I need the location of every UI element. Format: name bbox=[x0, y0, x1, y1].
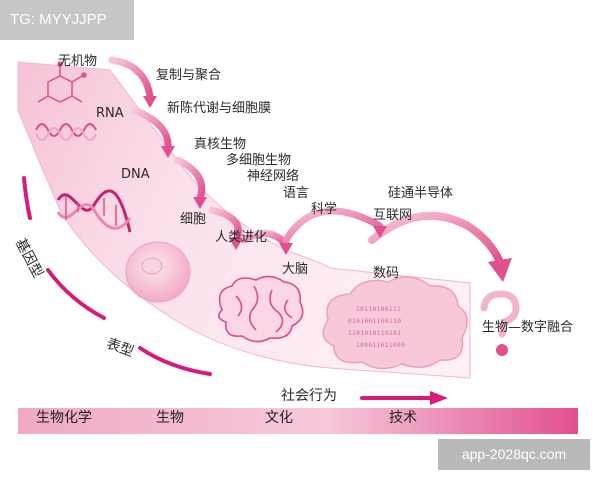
label-science: 科学 bbox=[311, 202, 338, 217]
digital-cloud bbox=[322, 276, 468, 370]
bar-label-technology: 技术 bbox=[389, 410, 417, 426]
molecule-icon bbox=[37, 61, 87, 103]
label-rna: RNA bbox=[96, 106, 124, 121]
label-eukaryote: 真核生物 bbox=[194, 137, 247, 152]
label-multicellular: 多细胞生物 bbox=[226, 153, 292, 168]
bar-label-biochemistry: 生物化学 bbox=[36, 410, 92, 426]
brain-icon bbox=[218, 275, 304, 343]
label-language: 语言 bbox=[283, 186, 310, 201]
label-neural-network: 神经网络 bbox=[247, 169, 300, 184]
binary-line-4: 100011011000 bbox=[356, 342, 406, 349]
label-cell: 细胞 bbox=[180, 212, 207, 227]
label-metabolism: 新陈代谢与细胞膜 bbox=[167, 101, 272, 116]
binary-line-1: 10110100111 bbox=[356, 306, 402, 313]
bar-label-biology: 生物 bbox=[156, 410, 184, 426]
label-brain: 大脑 bbox=[282, 262, 309, 277]
watermark-badge: TG: MYYJJPP bbox=[0, 0, 134, 40]
dna-icon bbox=[56, 189, 132, 233]
label-digital: 数码 bbox=[373, 266, 400, 281]
evolution-arrows bbox=[108, 56, 504, 266]
label-inorganic: 无机物 bbox=[58, 54, 98, 69]
bottom-bar bbox=[18, 408, 578, 434]
binary-line-2: 0101001100110 bbox=[348, 318, 402, 325]
label-fusion: 生物—数字融合 bbox=[482, 320, 574, 335]
label-silicon: 硅通半导体 bbox=[388, 186, 454, 201]
genotype-arc bbox=[22, 176, 432, 400]
rna-icon bbox=[35, 123, 97, 141]
label-dna: DNA bbox=[121, 167, 150, 182]
arrow-heads bbox=[143, 96, 512, 282]
label-human-evolution: 人类进化 bbox=[215, 230, 268, 245]
label-internet: 互联网 bbox=[373, 208, 413, 223]
question-mark-icon bbox=[480, 290, 520, 356]
bar-label-culture: 文化 bbox=[265, 410, 293, 426]
label-social-behavior: 社会行为 bbox=[281, 388, 337, 404]
binary-line-3: 1101010110101 bbox=[348, 330, 402, 337]
social-arrow-head bbox=[430, 391, 448, 405]
url-badge: app-2028qc.com bbox=[438, 439, 590, 470]
cell-icon bbox=[125, 241, 191, 303]
label-replication: 复制与聚合 bbox=[156, 68, 222, 83]
